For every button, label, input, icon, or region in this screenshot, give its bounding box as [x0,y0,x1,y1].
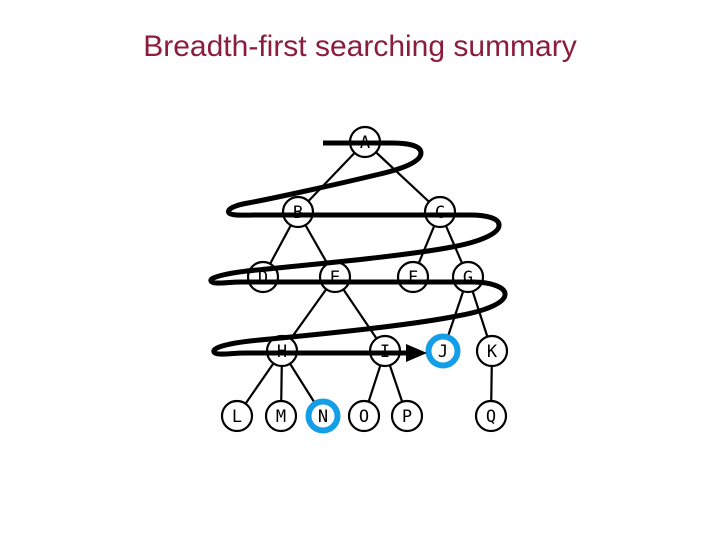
node-circle [347,399,381,433]
node-label: L [232,407,242,427]
tree-node-K: K [475,334,509,368]
node-label: N [318,407,328,427]
node-circle [474,399,508,433]
tree-node-F: F [396,260,430,294]
tree-node-C: C [423,195,457,229]
node-label: K [487,342,498,362]
tree-node-J: J [425,333,461,369]
node-label: D [258,268,268,288]
node-label: M [276,407,286,427]
tree-node-P: P [390,399,424,433]
traversal-arrowhead [406,344,427,362]
node-label: J [438,342,448,362]
node-circle [423,195,457,229]
node-label: Q [486,407,496,427]
tree-edge-A-B [297,141,366,213]
tree-node-O: O [347,399,381,433]
tree-node-E: E [318,260,352,294]
node-circle [475,334,509,368]
tree-node-N: N [305,398,341,434]
node-label: G [463,268,473,288]
slide-title: Breadth-first searching summary [143,30,577,63]
node-circle [220,399,254,433]
tree-edge-A-C [364,141,441,213]
tree-node-M: M [264,399,298,433]
bfs-traversal-path [208,140,508,362]
node-circle [390,399,424,433]
tree-node-Q: Q [474,399,508,433]
node-label: F [408,268,418,288]
traversal-spiral-line [208,140,508,357]
node-circle-highlighted [305,398,341,434]
tree-node-B: B [281,195,315,229]
node-label: O [359,407,369,427]
node-circle-highlighted [425,333,461,369]
tree-node-L: L [220,399,254,433]
node-label: E [330,268,340,288]
node-circle [281,195,315,229]
node-circle [264,399,298,433]
tree-node-G: G [451,260,485,294]
node-label: P [402,407,412,427]
